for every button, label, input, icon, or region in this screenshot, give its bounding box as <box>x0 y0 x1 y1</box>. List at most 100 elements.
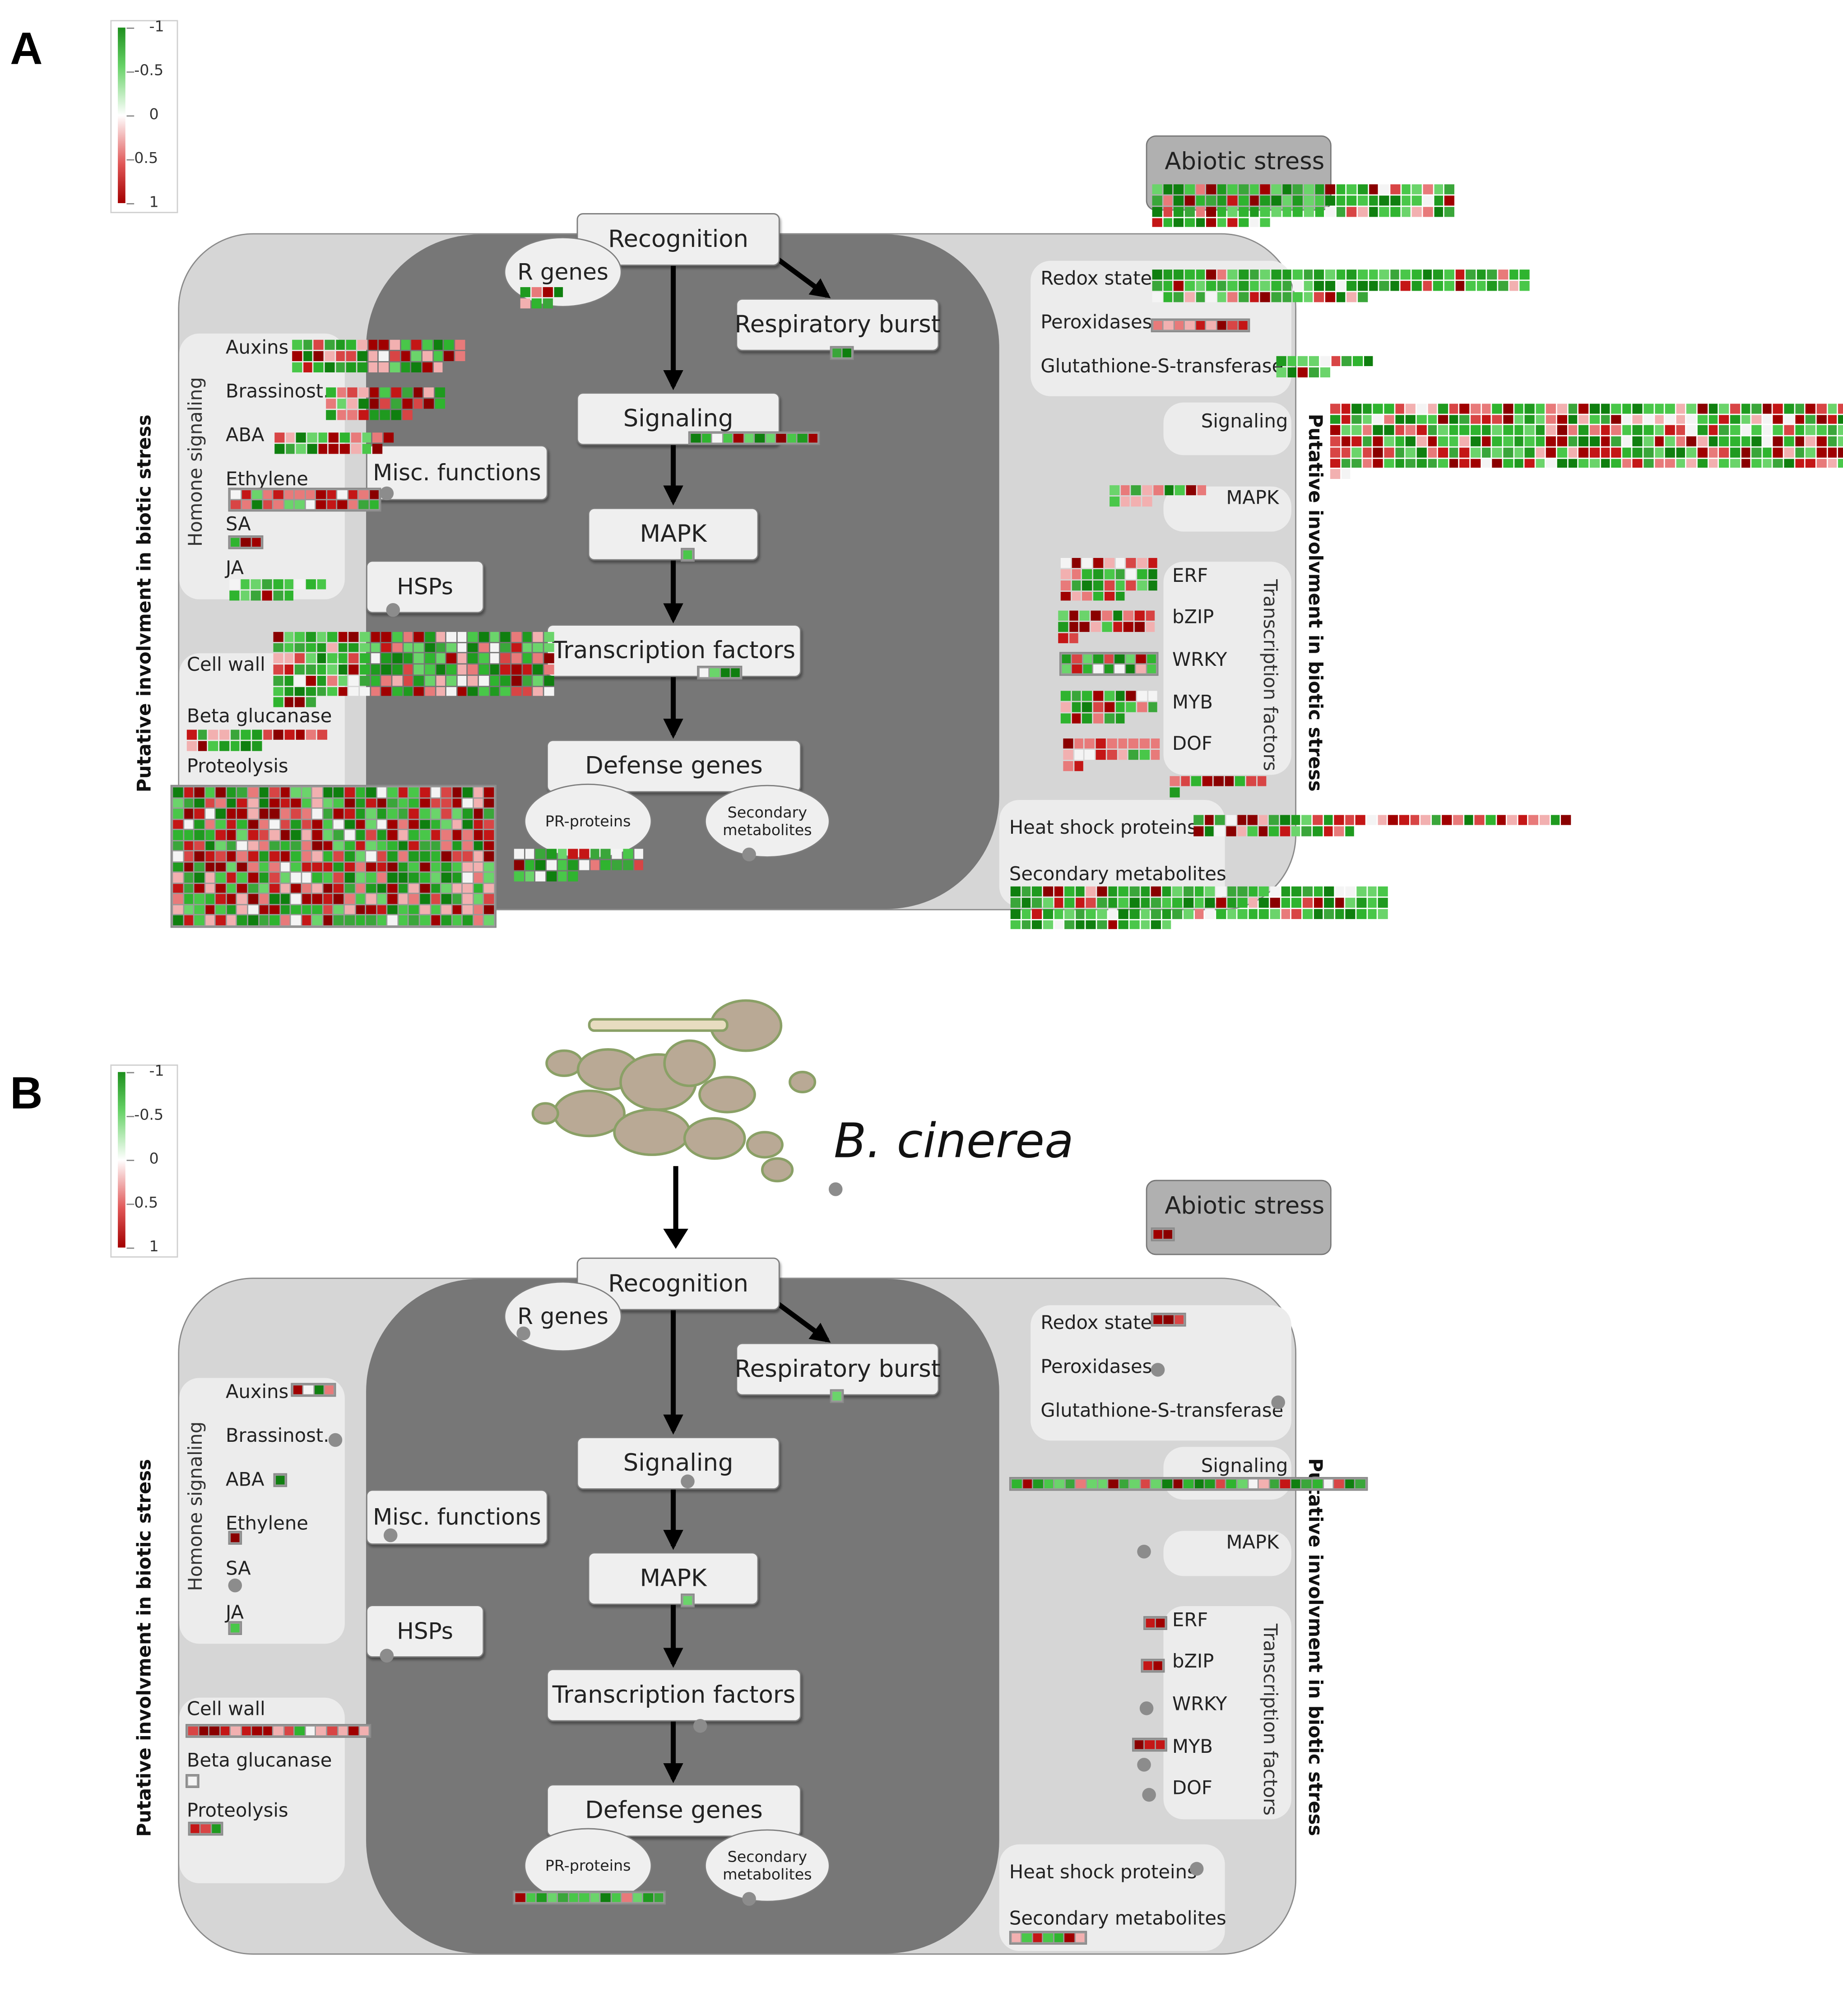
heatmap-cell <box>1509 269 1519 280</box>
heatmap-cell <box>307 444 317 454</box>
empty-bin-dot <box>328 1433 343 1447</box>
heatmap-cell <box>291 894 301 904</box>
heatmap-cell <box>1568 437 1578 446</box>
heatmap-cell <box>409 905 419 915</box>
heatmap-dof <box>1062 737 1162 772</box>
heatmap-cell <box>194 819 204 829</box>
heatmap-cell <box>479 632 489 642</box>
heatmap-cell <box>316 500 326 510</box>
heatmap-cell <box>1163 217 1173 228</box>
heatmap-cell <box>1492 458 1502 469</box>
heatmap-cell <box>1520 269 1530 280</box>
heatmap-cell <box>1368 280 1379 291</box>
heatmap-cell <box>1216 886 1226 897</box>
heatmap-cell <box>1184 184 1194 195</box>
legend-tick <box>126 1160 135 1161</box>
heatmap-cell <box>205 787 215 797</box>
heatmap-cell <box>285 432 295 443</box>
heatmap-cell <box>1557 447 1567 457</box>
heatmap-cell <box>252 729 262 740</box>
heatmap-cell <box>547 860 557 870</box>
heatmap-cell <box>400 351 411 361</box>
heatmap-cell <box>420 830 430 840</box>
heatmap-cell <box>1312 815 1323 825</box>
heatmap-cell <box>1145 610 1156 621</box>
heatmap-cell <box>420 841 430 850</box>
heatmap-cell <box>338 643 348 653</box>
heatmap-cell <box>1481 458 1491 469</box>
heatmap-cell <box>1665 447 1675 457</box>
heatmap-cell <box>377 883 387 893</box>
heatmap-cell <box>522 632 532 642</box>
heatmap-cell <box>1239 184 1249 195</box>
heatmap-cell <box>205 883 215 893</box>
heatmap-cell <box>431 851 441 861</box>
heatmap-cell <box>1151 886 1161 897</box>
heatmap-cell <box>355 873 365 883</box>
heatmap-cell <box>1164 1315 1173 1324</box>
heatmap-cell <box>188 1726 198 1735</box>
heatmap-cell <box>231 490 240 499</box>
heatmap-cell <box>355 808 365 818</box>
heatmap-cell <box>479 675 489 686</box>
heatmap-cell <box>345 905 355 915</box>
heatmap-cell <box>241 741 251 752</box>
heatmap-cell <box>1162 886 1172 897</box>
heatmap-cell <box>1406 458 1416 469</box>
heatmap-cell <box>1784 414 1794 425</box>
heatmap-cell <box>435 399 445 409</box>
heatmap-cell <box>490 654 500 664</box>
heatmap-cell <box>1358 206 1368 217</box>
heatmap-cell <box>241 538 251 546</box>
heatmap-cell <box>463 851 473 861</box>
heatmap-cell <box>280 841 290 850</box>
heatmap-cell <box>484 883 494 893</box>
heatmap-cell <box>371 675 381 686</box>
heatmap-cell <box>302 862 311 872</box>
empty-bin-dot <box>1151 1363 1165 1377</box>
heatmap-cell <box>274 729 283 740</box>
heatmap-cell <box>173 894 183 904</box>
heatmap-cell <box>241 729 251 740</box>
heatmap-cell <box>514 871 524 882</box>
heatmap-cell <box>409 873 419 883</box>
heatmap-cell <box>269 873 279 883</box>
erf-label: ERF <box>1172 564 1208 587</box>
heatmap-cell <box>1128 738 1138 748</box>
heatmap-cell <box>318 432 328 443</box>
heatmap-cell <box>377 894 387 904</box>
heatmap-cell <box>237 841 247 850</box>
heatmap-cell <box>388 851 398 861</box>
heatmap-cell <box>1330 469 1340 479</box>
heatmap-cell <box>216 841 226 850</box>
heatmap-cell <box>360 664 370 675</box>
heatmap-cell <box>316 654 326 664</box>
heatmap-cell <box>1795 447 1805 457</box>
heatmap-beta-glucanase <box>186 729 328 753</box>
heatmap-cell <box>1395 458 1405 469</box>
heatmap-cell <box>1153 321 1163 330</box>
heatmap-cell <box>622 1893 632 1902</box>
heatmap-cell <box>269 883 279 893</box>
heatmap-pr-proteins <box>513 1891 666 1904</box>
heatmap-cell <box>334 798 344 808</box>
heatmap-cell <box>302 830 311 840</box>
heatmap-cell <box>366 915 376 925</box>
heatmap-cell <box>1141 1479 1151 1488</box>
heatmap-cell <box>484 830 494 840</box>
heatmap-cell <box>1248 897 1258 908</box>
heatmap-cell <box>295 687 305 697</box>
heatmap-cell <box>1611 425 1621 436</box>
heatmap-cell <box>414 664 424 675</box>
heatmap-cell <box>1110 485 1119 496</box>
heatmap-cell <box>1665 437 1675 446</box>
heatmap-cell <box>533 687 543 697</box>
heatmap-cell <box>484 787 494 797</box>
heatmap-cell <box>452 915 462 925</box>
heatmap-cell <box>173 819 183 829</box>
heatmap-cell <box>323 798 333 808</box>
heatmap-cell <box>291 905 301 915</box>
heatmap-cell <box>227 862 237 872</box>
heatmap-cell <box>334 808 344 818</box>
beta-glucanase-label: Beta glucanase <box>186 1749 332 1772</box>
